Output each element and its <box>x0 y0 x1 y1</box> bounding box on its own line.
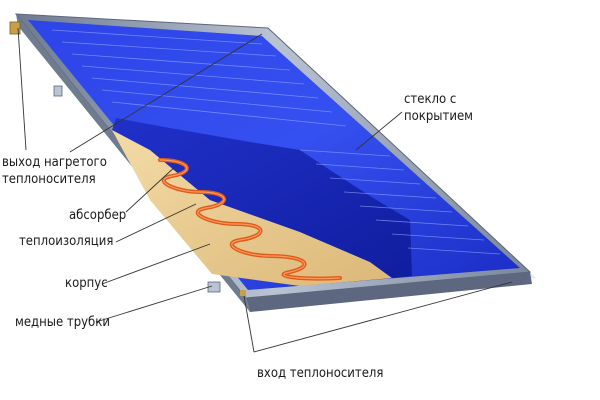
label-hot-fluid-outlet: выход нагретого теплоносителя <box>2 154 107 188</box>
insulation-layer <box>112 130 392 286</box>
label-glass-line2: покрытием <box>404 109 473 124</box>
leader-insulation <box>115 203 197 243</box>
label-insulation: теплоизоляция <box>19 234 114 249</box>
leader-outlet-2 <box>69 33 263 153</box>
label-outlet-line2: теплоносителя <box>2 172 96 187</box>
label-absorber: абсорбер <box>69 208 127 223</box>
label-fluid-inlet: вход теплоносителя <box>257 366 384 381</box>
leader-absorber <box>125 163 179 213</box>
mounting-bracket <box>53 85 63 97</box>
label-housing: корпус <box>65 276 108 291</box>
leader-lines <box>17 27 513 353</box>
leader-housing <box>101 243 211 285</box>
outlet-pipe-fitting <box>9 21 21 35</box>
absorber-plate <box>112 118 412 278</box>
leader-inlet-2 <box>253 281 513 353</box>
label-glass-line1: стекло с <box>404 92 457 107</box>
leader-outlet-1 <box>17 27 27 151</box>
leader-glass <box>355 111 403 151</box>
glass-stripes <box>51 29 501 255</box>
leader-inlet-1 <box>243 295 255 353</box>
leader-tubes <box>95 285 213 323</box>
label-copper-tubes: медные трубки <box>15 315 110 330</box>
housing-bottom <box>246 272 532 312</box>
label-coated-glass: стекло с покрытием <box>404 91 473 125</box>
copper-tubes-highlight <box>159 159 341 280</box>
label-outlet-line1: выход нагретого <box>2 155 107 170</box>
